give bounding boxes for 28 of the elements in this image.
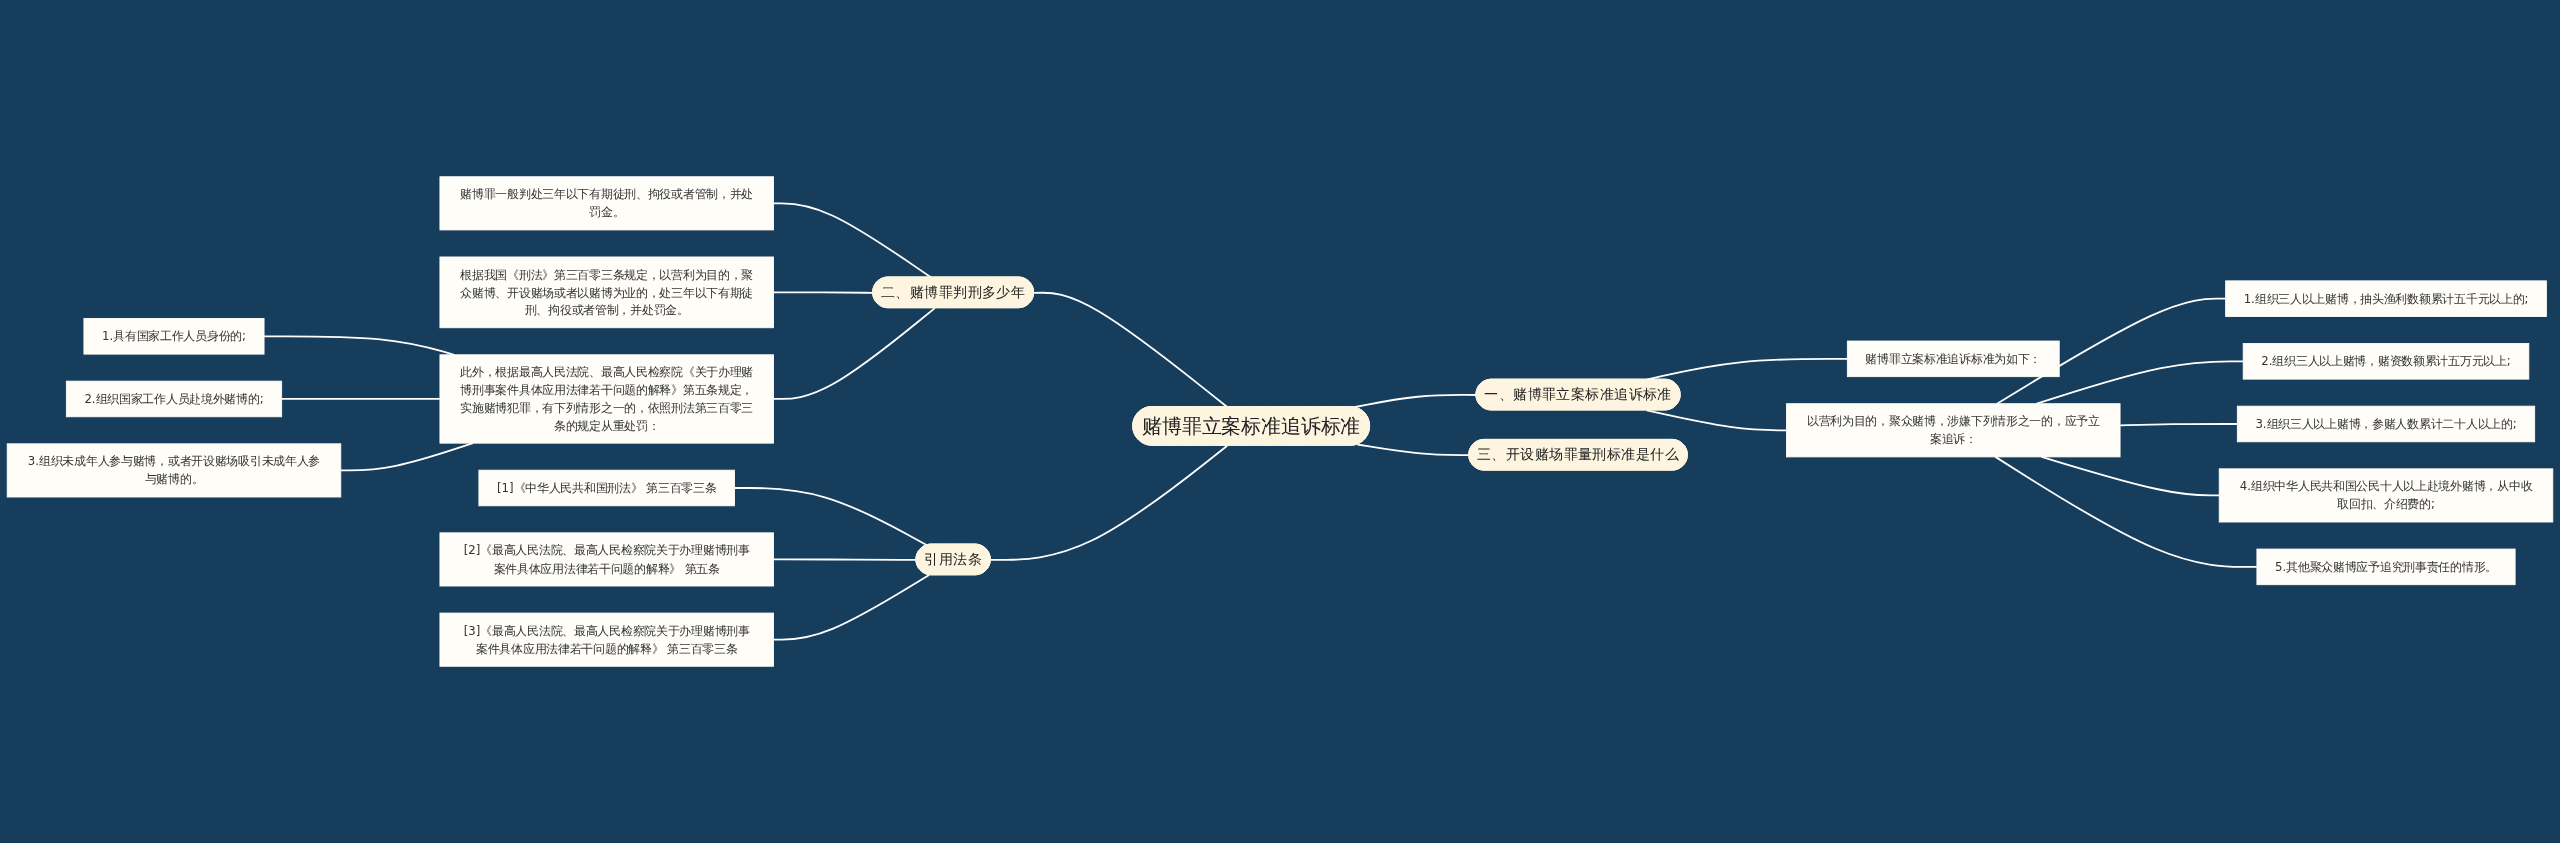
connector [772,307,936,400]
connector [1645,409,1788,432]
connector [772,291,874,294]
connector [1994,456,2258,568]
node-box: 根据我国《刑法》第三百零三条规定，以营利为目的，聚众赌博、开设赌场或者以赌博为业的，处三年以下有期徒刑、拘役或者管制，并处罚金。 [439,256,774,329]
connector [989,444,1229,561]
connector [772,574,930,641]
node-box: 1.具有国家工作人员身份的; [83,318,265,355]
connector [1033,291,1229,408]
node-box: 5.其他聚众赌博应予追究刑事责任的情形。 [2256,548,2516,586]
connector [733,487,928,547]
node-box: 2.组织国家工作人员赴境外赌博的; [65,380,283,418]
node-box: 3.组织三人以上赌博，参赌人数累计二十人以上的; [2236,405,2536,443]
node-box: 1.组织三人以上赌博，抽头渔利数额累计五千元以上的; [2225,280,2547,317]
connector [1996,297,2227,405]
connector [772,202,933,279]
node-box: 赌博罪一般判处三年以下有期徒刑、拘役或者管制，并处罚金。 [439,176,774,231]
node-box: 4.组织中华人民共和国公民十人以上赴境外赌博，从中收取回扣、介绍费的; [2218,468,2554,523]
node-box: 2.组织三人以上赌博，赌资数额累计五万元以上; [2242,343,2530,380]
node-box: 此外，根据最高人民法院、最高人民检察院《关于办理赌博刑事案件具体应用法律若干问题的解释》第五条规定，实施赌博犯罪，有下列情形之一的，依照刑法第三百零三条的规定从重处罚： [439,354,774,444]
node-box: 3.组织未成年人参与赌博，或者开设赌场吸引未成年人参与赌博的。 [6,443,342,498]
node-box: [2]《最高人民法院、最高人民检察院关于办理赌博刑事案件具体应用法律若干问题的解释》 第五条 [439,532,774,587]
connector [2119,423,2239,427]
connector [280,398,441,400]
node-box: 以营利为目的，聚众赌博，涉嫌下列情形之一的，应予立案追诉： [1786,403,2121,458]
node-box: [3]《最高人民法院、最高人民检察院关于办理赌博刑事案件具体应用法律若干问题的解释》 第三百零三条 [439,612,774,667]
node-box: 赌博罪立案标准追诉标准为如下： [1846,340,2060,378]
node-box: [1]《中华人民共和国刑法》 第三百零三条 [478,469,735,507]
